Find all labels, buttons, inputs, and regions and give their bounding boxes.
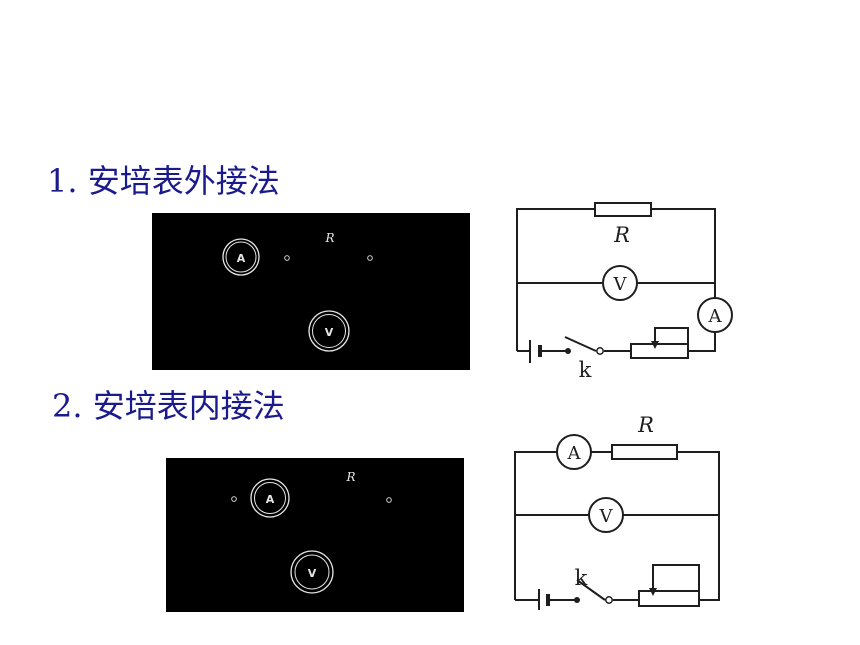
battery-symbol bbox=[529, 340, 542, 363]
voltmeter-label: V bbox=[613, 274, 628, 295]
section-1-title: 1. 安培表外接法 bbox=[47, 162, 280, 200]
terminal-dot bbox=[367, 255, 373, 261]
section-2-title: 2. 安培表内接法 bbox=[52, 387, 285, 425]
voltmeter-sketch-1: V bbox=[308, 310, 350, 352]
voltmeter-label: V bbox=[599, 506, 614, 527]
rheostat-symbol bbox=[638, 590, 700, 607]
switch-blade bbox=[564, 336, 597, 352]
resistor-sketch-1-label: R bbox=[324, 231, 334, 245]
resistor-label: R bbox=[637, 413, 654, 437]
internal-connection-sketch-panel: A R V bbox=[166, 458, 464, 612]
ammeter-sketch-2-label: A bbox=[266, 493, 275, 506]
terminal-dot bbox=[284, 255, 290, 261]
ammeter-symbol: A bbox=[697, 297, 733, 333]
rheostat-slider-arrow bbox=[649, 588, 657, 596]
battery-symbol bbox=[538, 589, 550, 610]
switch-label: k bbox=[579, 358, 592, 382]
voltmeter-sketch-1-label: V bbox=[325, 326, 334, 339]
resistor-sketch-2-label: R bbox=[345, 470, 355, 484]
ammeter-label: A bbox=[567, 443, 582, 464]
rheostat-slider-arrow bbox=[651, 341, 659, 349]
terminal-dot bbox=[231, 496, 237, 502]
ammeter-sketch-1: A bbox=[222, 238, 260, 276]
rheostat-symbol bbox=[630, 343, 689, 359]
terminal-dot bbox=[386, 497, 392, 503]
resistor-symbol bbox=[594, 202, 652, 217]
resistor-symbol bbox=[611, 444, 678, 460]
external-connection-sketch-panel: A R V bbox=[152, 213, 470, 370]
voltmeter-symbol: V bbox=[602, 265, 638, 301]
external-connection-circuit: R V A k bbox=[505, 195, 750, 385]
internal-connection-circuit: R A V k bbox=[505, 405, 750, 610]
resistor-label: R bbox=[613, 223, 630, 247]
ammeter-label: A bbox=[708, 306, 723, 327]
switch-label: k bbox=[575, 566, 588, 590]
voltmeter-sketch-2-label: V bbox=[308, 567, 317, 580]
switch-contact bbox=[605, 596, 613, 604]
switch-contact bbox=[596, 347, 604, 355]
voltmeter-sketch-2: V bbox=[290, 550, 334, 594]
voltmeter-symbol: V bbox=[588, 497, 624, 533]
switch-pivot bbox=[574, 597, 580, 603]
ammeter-symbol: A bbox=[556, 434, 592, 470]
ammeter-sketch-2: A bbox=[250, 478, 290, 518]
switch-pivot bbox=[565, 348, 571, 354]
ammeter-sketch-1-label: A bbox=[237, 252, 246, 265]
switch-blade bbox=[576, 579, 606, 601]
